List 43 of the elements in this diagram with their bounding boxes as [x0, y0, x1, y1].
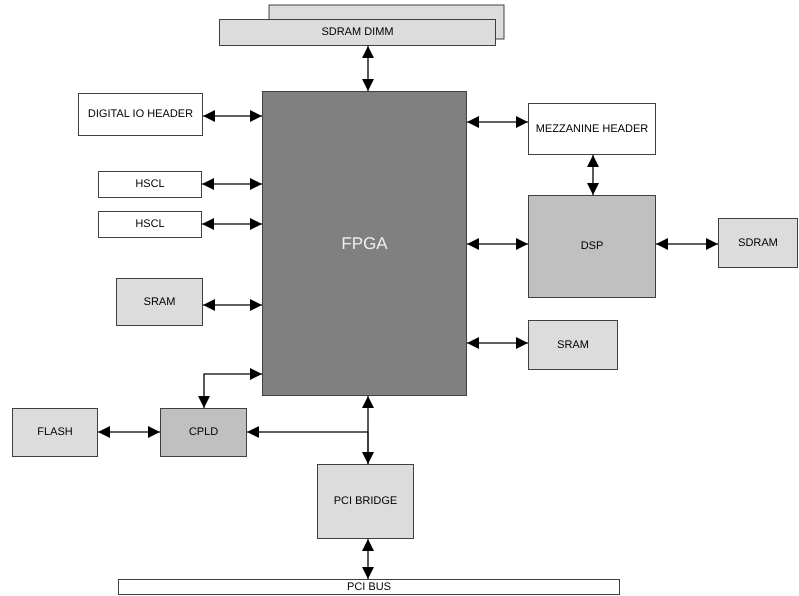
double-arrow	[467, 337, 528, 349]
component-label: SDRAM	[737, 236, 779, 250]
double-arrow	[656, 238, 718, 250]
double-arrow	[202, 218, 262, 230]
double-arrow	[362, 396, 374, 464]
component-box	[528, 103, 656, 155]
component-box	[98, 171, 202, 198]
component-box	[528, 320, 618, 370]
component-label: FPGA	[340, 234, 389, 254]
component-box	[116, 278, 203, 326]
component-label: DSP	[580, 240, 604, 253]
component-label: FLASH	[36, 426, 74, 439]
component-box	[12, 408, 98, 457]
component-box	[718, 218, 798, 268]
component-label: HSCL	[134, 178, 166, 191]
double-arrow	[203, 299, 262, 311]
double-arrow	[587, 155, 599, 195]
component-label: SRAM	[142, 296, 176, 308]
component-label: DIGITAL IO HEADER	[86, 108, 194, 121]
component-label: SDRAM DIMM	[320, 26, 395, 39]
double-arrow	[362, 46, 374, 91]
fpga-block	[262, 91, 467, 396]
double-arrow	[362, 539, 374, 579]
component-label: PCI BUS	[346, 580, 392, 594]
component-box	[317, 464, 414, 539]
component-box	[219, 19, 496, 46]
component-label: MEZZANINE HEADER	[534, 122, 650, 136]
component-box	[528, 195, 656, 298]
double-arrow	[202, 178, 262, 190]
arrow	[247, 426, 369, 464]
double-arrow	[198, 368, 262, 408]
double-arrow	[467, 238, 528, 250]
component-box	[160, 408, 247, 457]
component-label: CPLD	[188, 426, 220, 439]
double-arrow	[203, 110, 262, 122]
component-label: SRAM	[556, 338, 590, 352]
component-label: HSCL	[134, 218, 166, 231]
double-arrow	[467, 116, 528, 128]
component-label: PCI BRIDGE	[332, 495, 398, 508]
component-box	[98, 211, 202, 238]
double-arrow	[98, 426, 160, 438]
bus-bar	[118, 579, 620, 595]
component-box	[78, 93, 203, 136]
